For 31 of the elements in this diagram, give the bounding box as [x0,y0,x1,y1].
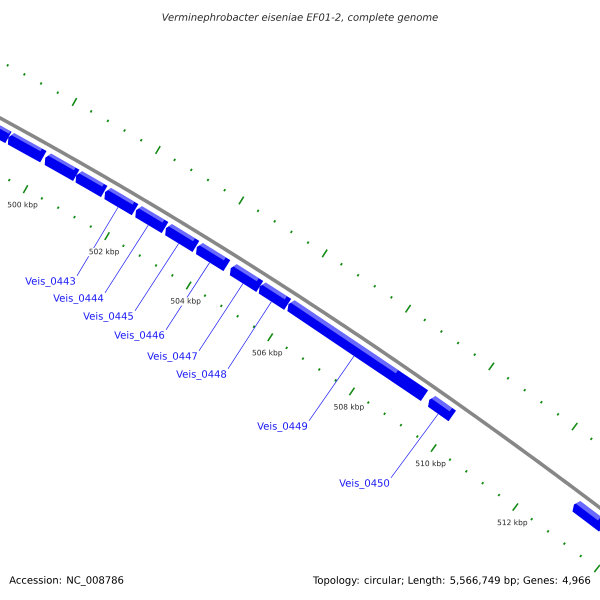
leader-line [228,301,272,370]
gene-block [287,300,428,401]
leader-line [198,283,244,352]
gene-block [135,206,168,234]
leader-line [308,356,354,422]
gene-block [196,243,230,272]
leader-line [134,243,179,312]
gene-block [165,224,200,252]
gene-block [428,396,456,422]
leader-line [104,225,149,294]
title: Verminephrobacter eiseniae EF01-2, complete genome [162,13,438,23]
gene-label: Veis_0445 [83,312,133,322]
gene-block [104,188,138,216]
gene-block [76,171,108,198]
gene-label: Veis_0450 [339,479,390,489]
gene-label: Veis_0448 [176,370,226,380]
gene-block [44,154,80,182]
genome-summary-text: Topology: circular; Length: 5,566,749 bp; Genes: 4,966 [312,576,590,586]
gene-label: Veis_0449 [257,422,308,432]
leader-line [166,262,210,330]
accession-text: Accession: NC_008786 [9,576,124,586]
gene-label: Veis_0443 [25,277,75,287]
leader-line [390,414,438,478]
gene-label: Veis_0446 [114,331,164,341]
gene-block [258,282,292,310]
gene-block [230,264,264,292]
gene-block [572,501,600,532]
gene-label: Veis_0444 [53,294,104,304]
leader-line [76,207,118,276]
gene-label: Veis_0447 [147,352,197,362]
gene-block [8,133,47,162]
